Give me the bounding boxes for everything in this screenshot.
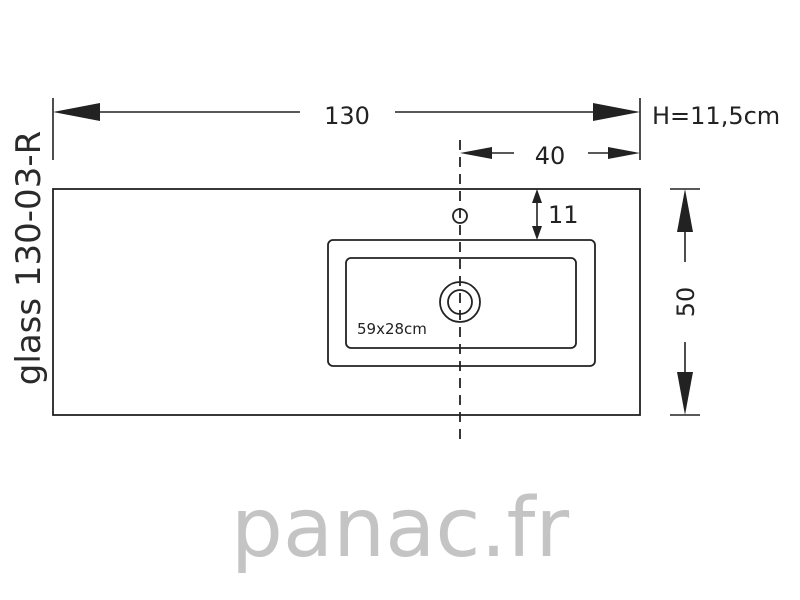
depth-arrow-bottom (677, 372, 693, 415)
width-label: 130 (324, 102, 370, 130)
countertop-outline (52, 188, 641, 416)
depth-dimension: 50 (670, 188, 700, 416)
panac-logo: panac.fr (231, 481, 570, 576)
tap-offset-arrow-top (532, 189, 542, 203)
width-arrow-left (53, 103, 100, 121)
tap-offset-dimension: 11 (532, 189, 579, 240)
height-label: H=11,5cm (652, 102, 780, 130)
basin-size-label: 59x28cm (357, 320, 427, 338)
tap-offset-arrow-bottom (532, 226, 542, 240)
tap-offset-label: 11 (548, 201, 579, 229)
depth-label: 50 (672, 287, 700, 318)
offset-arrow-right (608, 147, 640, 159)
basin-inner (345, 257, 577, 349)
offset-arrow-left (460, 147, 492, 159)
offset-dimension: 40 (460, 142, 640, 170)
model-label: glass 130-03-R (9, 131, 49, 385)
width-arrow-right (593, 103, 640, 121)
basin-outer (327, 239, 596, 367)
offset-label: 40 (535, 142, 566, 170)
logo-text: panac.fr (231, 481, 570, 576)
width-dimension: 130 (52, 98, 641, 160)
depth-arrow-top (677, 189, 693, 232)
